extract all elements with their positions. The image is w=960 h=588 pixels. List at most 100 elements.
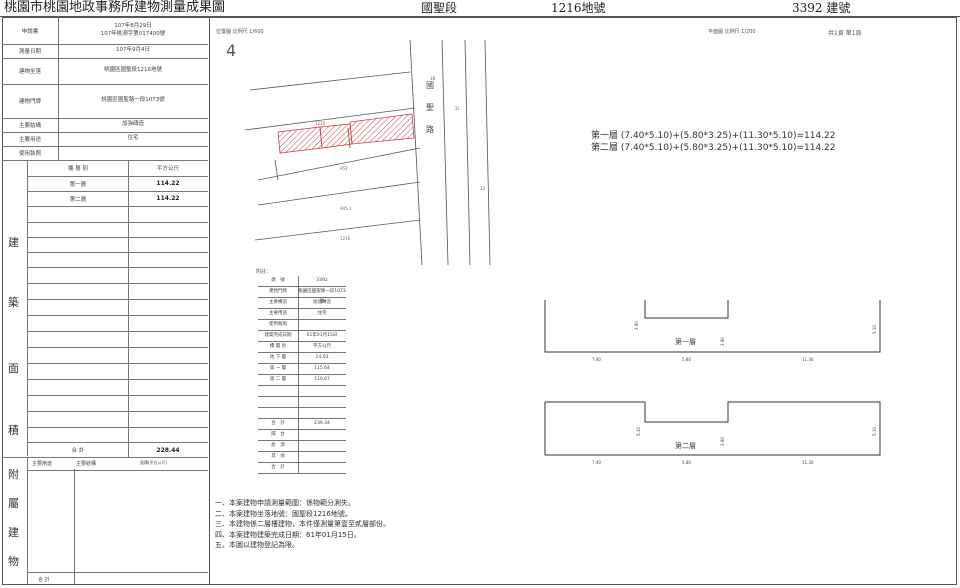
height-label: 5.10: [872, 427, 877, 436]
area-row-empty: [28, 411, 208, 428]
info-label: 建物坐落: [2, 58, 59, 84]
inset-row: 第 二 層 110.67: [258, 375, 346, 386]
inset-key: 其 他: [258, 452, 299, 462]
document-title: 桃園市桃園地政事務所建物測量成果圖: [4, 0, 226, 15]
notes-block: 一、本案建物申請測量範圍：係物範分測失。 二、本案建物坐落地號：國聖段1216地…: [215, 498, 390, 551]
floor-name: 第二層: [28, 191, 129, 206]
annex-vertical-char: 物: [8, 555, 19, 568]
svg-text:2L: 2L: [455, 106, 461, 111]
annex-total-row: 合 計: [28, 572, 208, 585]
inset-row: 主要用途 住宅: [258, 309, 346, 320]
dim-label: 11.30: [802, 357, 814, 362]
inset-key: 主要用途: [258, 309, 299, 319]
svg-text:1216: 1216: [340, 236, 351, 241]
inset-value: 115.64: [314, 366, 330, 371]
section-name: 國聖段: [421, 1, 458, 15]
inset-key: 第 二 層: [258, 375, 299, 385]
unit-header: 平方公尺: [156, 166, 179, 172]
floor-name: [28, 427, 129, 442]
height-label: 5.10: [636, 427, 641, 436]
info-value: [58, 146, 208, 160]
north-arrow-icon: 4: [226, 41, 237, 60]
inset-row: 主要構造加強磚造: [258, 298, 346, 309]
inset-value: [298, 320, 346, 330]
svg-text:945-1: 945-1: [340, 206, 352, 211]
area-row-empty: [28, 379, 208, 396]
floor-name: [28, 221, 129, 237]
calc-line: 第一層 (7.40*5.10)+(5.80*3.25)+(11.30*5.10)…: [591, 131, 836, 141]
inset-key: [258, 397, 299, 407]
svg-text:1216: 1216: [315, 121, 326, 126]
dim-label: 5.80: [682, 357, 691, 362]
inset-key: 建物門牌: [258, 287, 299, 297]
inset-value: [298, 430, 346, 440]
floor-area: [128, 315, 208, 331]
annex-header-row: 主要用途 主要結構 面積(平方公尺): [28, 457, 208, 471]
floor-area: [128, 221, 208, 237]
area-row-empty: [28, 283, 208, 300]
floor-name: [28, 299, 129, 315]
inset-row: [258, 408, 346, 419]
inset-row: 合 計: [258, 463, 346, 474]
inset-value: 110.67: [314, 377, 330, 382]
building-info-table: 申請書 107年8月29日 107年桃測字第017400號 測量日期 107年9…: [2, 17, 210, 585]
floor-area: [128, 363, 208, 379]
info-value: 桃園區國聖路一段1073號: [101, 97, 165, 104]
info-label: 使用執照: [2, 146, 59, 160]
inset-row: 地 下 層 14.03: [258, 353, 346, 364]
floor-area: [128, 379, 208, 395]
area-row-empty: [28, 331, 208, 348]
floor-name: [28, 236, 129, 252]
area-row-empty: [28, 221, 208, 238]
inset-key: 地 下 層: [258, 353, 299, 363]
area-row-empty: [28, 363, 208, 380]
inset-key: 合 計: [258, 463, 299, 473]
inset-row: 其 他: [258, 452, 346, 463]
inset-value: 住宅: [317, 311, 327, 316]
drawing-frame: [2, 17, 957, 585]
height-label: 3.90: [720, 337, 725, 346]
note-line: 五、本圖以建物登記為限。: [215, 541, 299, 549]
page-indicator: 共1頁 第1頁: [828, 30, 862, 37]
area-calculation: 第一層 (7.40*5.10)+(5.80*3.25)+(11.30*5.10)…: [591, 130, 836, 154]
inset-value: 平方公尺: [313, 344, 331, 349]
svg-text:951: 951: [340, 166, 348, 171]
area-row-empty: [28, 395, 208, 412]
area-row-empty: [28, 236, 208, 253]
info-value: 住宅: [127, 135, 139, 142]
info-row-structure: 主要結構 加強磚造: [2, 118, 208, 133]
inset-value: 14.03: [315, 355, 329, 360]
floor-area: [128, 411, 208, 427]
info-row-usage: 主要用途 住宅: [2, 132, 208, 147]
dim-label: 5.80: [682, 460, 691, 465]
inset-key: 第 一 層: [258, 364, 299, 374]
annex-structure-header: 主要結構: [76, 461, 97, 467]
info-value: 107年8月29日 107年桃測字第017400號: [58, 17, 208, 44]
area-header-row: 樓 層 別 平方公尺: [28, 160, 208, 177]
info-row-address: 建物門牌 桃園區國聖路一段1073號: [2, 84, 208, 119]
floor-area: [128, 236, 208, 252]
floor-name: [28, 379, 129, 395]
floor-area: [128, 283, 208, 299]
inset-row: 陽 台: [258, 430, 346, 441]
inset-key: 使用執照: [258, 320, 299, 330]
floor-plan-label: 第一層: [675, 337, 696, 346]
inset-value: [298, 441, 346, 451]
svg-text:33: 33: [480, 186, 486, 191]
info-value: 加強磚造: [121, 121, 144, 128]
floor-name: [28, 315, 129, 331]
dim-label: 7.40: [592, 357, 601, 362]
inset-key: 陽 台: [258, 430, 299, 440]
document-header: 桃園市桃園地政事務所建物測量成果圖 國聖段 1216地號 3392 建號: [0, 0, 960, 17]
annex-usage-header: 主要用途: [32, 461, 53, 467]
floor-name: [28, 395, 129, 411]
road-label: 國聖路: [426, 81, 434, 134]
floor-name: [28, 411, 129, 427]
floor-area: [128, 251, 208, 267]
inset-key: [258, 408, 299, 418]
annex-area-header: 面積(平方公尺): [140, 460, 168, 465]
height-label: 3.90: [634, 321, 639, 330]
note-line: 三、本建物係二層樓建物，本件僅測量第壹至貳層部份。: [215, 520, 390, 528]
area-vertical-char: 面: [8, 362, 19, 375]
